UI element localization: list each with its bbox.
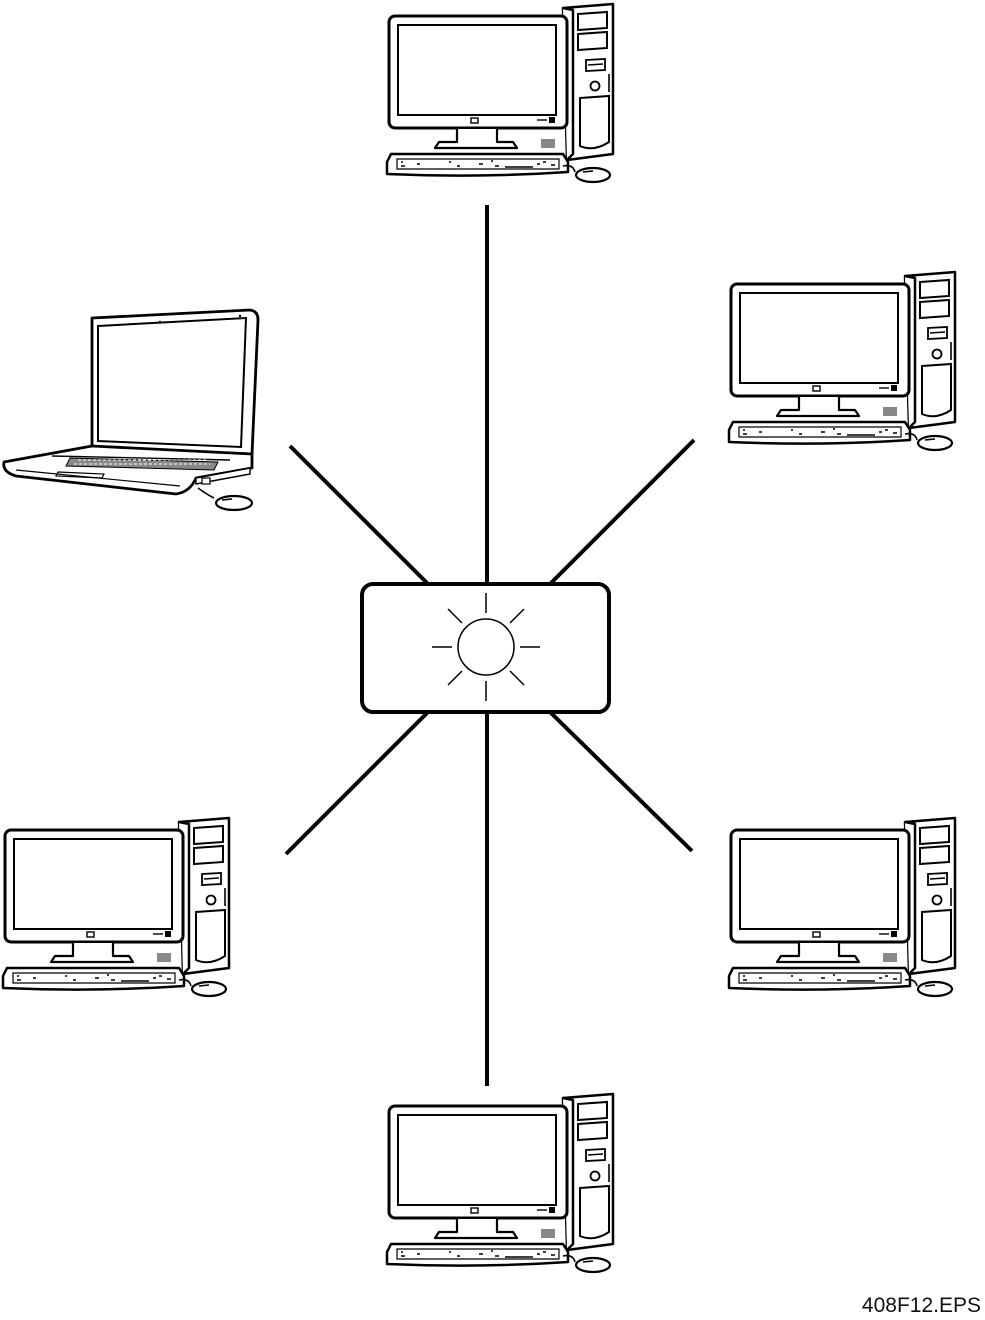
network-hub — [360, 582, 611, 714]
desktop-computer-top — [385, 2, 615, 184]
link-upper-left — [288, 444, 430, 586]
laptop-computer-upper-left — [2, 308, 260, 512]
desktop-computer-bottom — [385, 1092, 615, 1274]
desktop-computer-lower-right — [727, 816, 957, 998]
connection-lines — [284, 205, 696, 1086]
link-lower-right — [548, 710, 694, 853]
figure-caption: 408F12.EPS — [861, 1294, 981, 1317]
desktop-computer-lower-left — [1, 816, 231, 998]
sun-burst-icon — [432, 593, 540, 701]
desktop-computer-upper-right — [727, 270, 957, 452]
link-lower-left — [284, 710, 430, 856]
link-upper-right — [548, 438, 696, 586]
